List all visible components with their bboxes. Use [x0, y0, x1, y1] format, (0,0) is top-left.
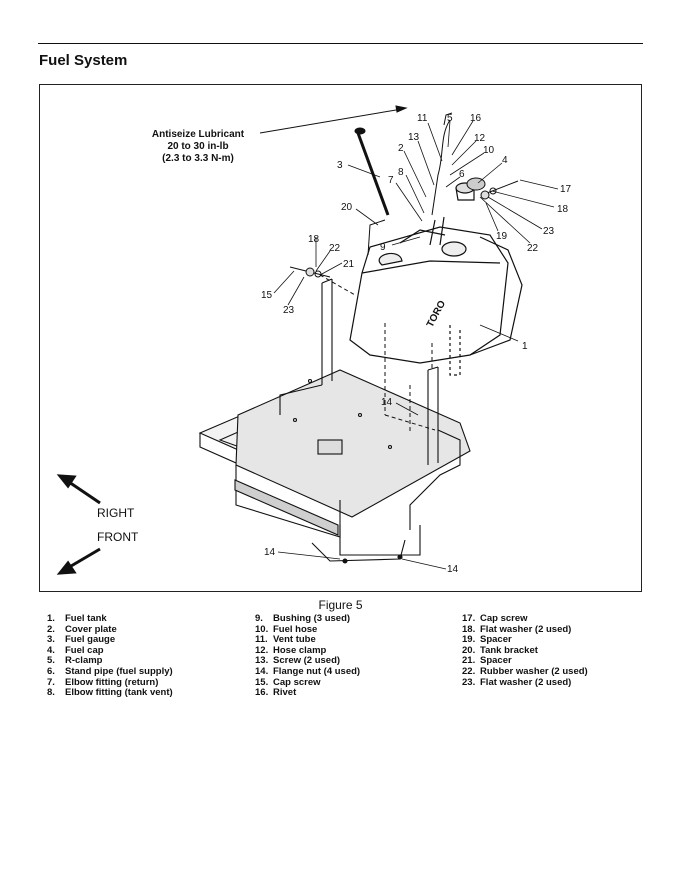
left-hardware-stack — [289, 266, 331, 278]
section-title: Fuel System — [39, 52, 128, 69]
callout-18: 18 — [557, 204, 569, 215]
callout-22: 22 — [527, 243, 539, 254]
tank-bracket — [367, 219, 386, 256]
callout-9: 9 — [380, 242, 386, 253]
legend-item: 1.Fuel tank — [47, 613, 107, 624]
legend-item: 10.Fuel hose — [255, 623, 318, 635]
legend-item: 8.Elbow fitting (tank vent) — [47, 687, 173, 699]
torque-line-2: 20 to 30 in-lb — [167, 141, 228, 152]
callout-13: 13 — [408, 132, 420, 143]
callout-23b: 23 — [283, 305, 295, 316]
legend-item: 14.Flange nut (4 used) — [255, 665, 361, 677]
direction-arrows — [56, 474, 101, 575]
callout-22b: 22 — [329, 243, 341, 254]
torque-leader-arrowhead — [395, 105, 408, 113]
legend-item: 19.Spacer — [462, 634, 512, 646]
legend-column-1: 1.Fuel tank 2.Cover plate 3.Fuel gauge 4… — [47, 613, 173, 699]
torque-spec: Antiseize Lubricant 20 to 30 in-lb (2.3 … — [152, 129, 245, 164]
callout-15: 15 — [261, 290, 273, 301]
header-rule — [38, 43, 643, 44]
callout-5: 5 — [447, 113, 453, 124]
r-clamp — [443, 112, 453, 126]
legend-item: 7.Elbow fitting (return) — [47, 676, 159, 688]
callout-leaders — [273, 120, 559, 570]
legend-item: 6.Stand pipe (fuel supply) — [47, 665, 173, 677]
legend-item: 21.Spacer — [462, 655, 512, 667]
legend-item: 9.Bushing (3 used) — [255, 613, 351, 624]
direction-right-label: RIGHT — [97, 506, 135, 520]
torque-line-3: (2.3 to 3.3 N-m) — [162, 153, 234, 164]
legend-item: 20.Tank bracket — [462, 644, 538, 656]
callout-10: 10 — [483, 145, 495, 156]
legend-item: 18.Flat washer (2 used) — [462, 623, 572, 635]
callout-19: 19 — [496, 231, 508, 242]
callout-1: 1 — [522, 341, 528, 352]
callout-4: 4 — [502, 155, 508, 166]
callout-14b: 14 — [264, 547, 276, 558]
callout-labels: 11 5 16 13 12 2 10 4 3 8 6 7 17 18 20 9 … — [261, 113, 572, 575]
callout-12: 12 — [474, 133, 486, 144]
legend-column-3: 17.Cap screw 18.Flat washer (2 used) 19.… — [462, 613, 588, 688]
legend-item: 16.Rivet — [255, 687, 297, 699]
right-hardware-stack — [466, 177, 519, 200]
legend-item: 5.R-clamp — [47, 655, 103, 667]
callout-8: 8 — [398, 167, 404, 178]
torque-line-1: Antiseize Lubricant — [152, 129, 245, 140]
legend-item: 3.Fuel gauge — [47, 634, 116, 646]
legend-item: 13.Screw (2 used) — [255, 655, 341, 667]
callout-20: 20 — [341, 202, 353, 213]
figure-caption: Figure 5 — [318, 598, 363, 612]
vent-tube — [431, 119, 451, 216]
callout-16: 16 — [470, 113, 482, 124]
legend-column-2: 9.Bushing (3 used) 10.Fuel hose 11.Vent … — [255, 613, 361, 699]
fuel-system-diagram: 11 5 16 13 12 2 10 4 3 8 6 7 17 18 20 9 … — [56, 105, 572, 575]
legend-item: 11.Vent tube — [255, 634, 316, 646]
callout-2: 2 — [398, 143, 404, 154]
assembly-guide-lines — [319, 274, 436, 433]
callout-14c: 14 — [447, 564, 459, 575]
callout-14a: 14 — [381, 397, 393, 408]
torque-leader-line — [259, 108, 403, 134]
legend-item: 2.Cover plate — [47, 623, 117, 635]
legend-item: 15.Cap screw — [255, 676, 321, 688]
figure-frame: 11 5 16 13 12 2 10 4 3 8 6 7 17 18 20 9 … — [39, 84, 642, 592]
frame-assembly — [198, 278, 471, 564]
direction-front-label: FRONT — [97, 530, 139, 544]
callout-17: 17 — [560, 184, 572, 195]
callout-11: 11 — [417, 113, 428, 124]
fuel-gauge — [354, 127, 390, 216]
legend-item: 22.Rubber washer (2 used) — [462, 665, 588, 677]
callout-7: 7 — [388, 175, 394, 186]
legend-item: 17.Cap screw — [462, 613, 528, 624]
callout-21: 21 — [343, 259, 355, 270]
callout-23: 23 — [543, 226, 555, 237]
callout-3: 3 — [337, 160, 343, 171]
callout-18b: 18 — [308, 234, 320, 245]
legend-item: 4.Fuel cap — [47, 644, 104, 656]
legend-item: 23.Flat washer (2 used) — [462, 676, 572, 688]
legend-item: 12.Hose clamp — [255, 644, 327, 656]
callout-6: 6 — [459, 169, 465, 180]
